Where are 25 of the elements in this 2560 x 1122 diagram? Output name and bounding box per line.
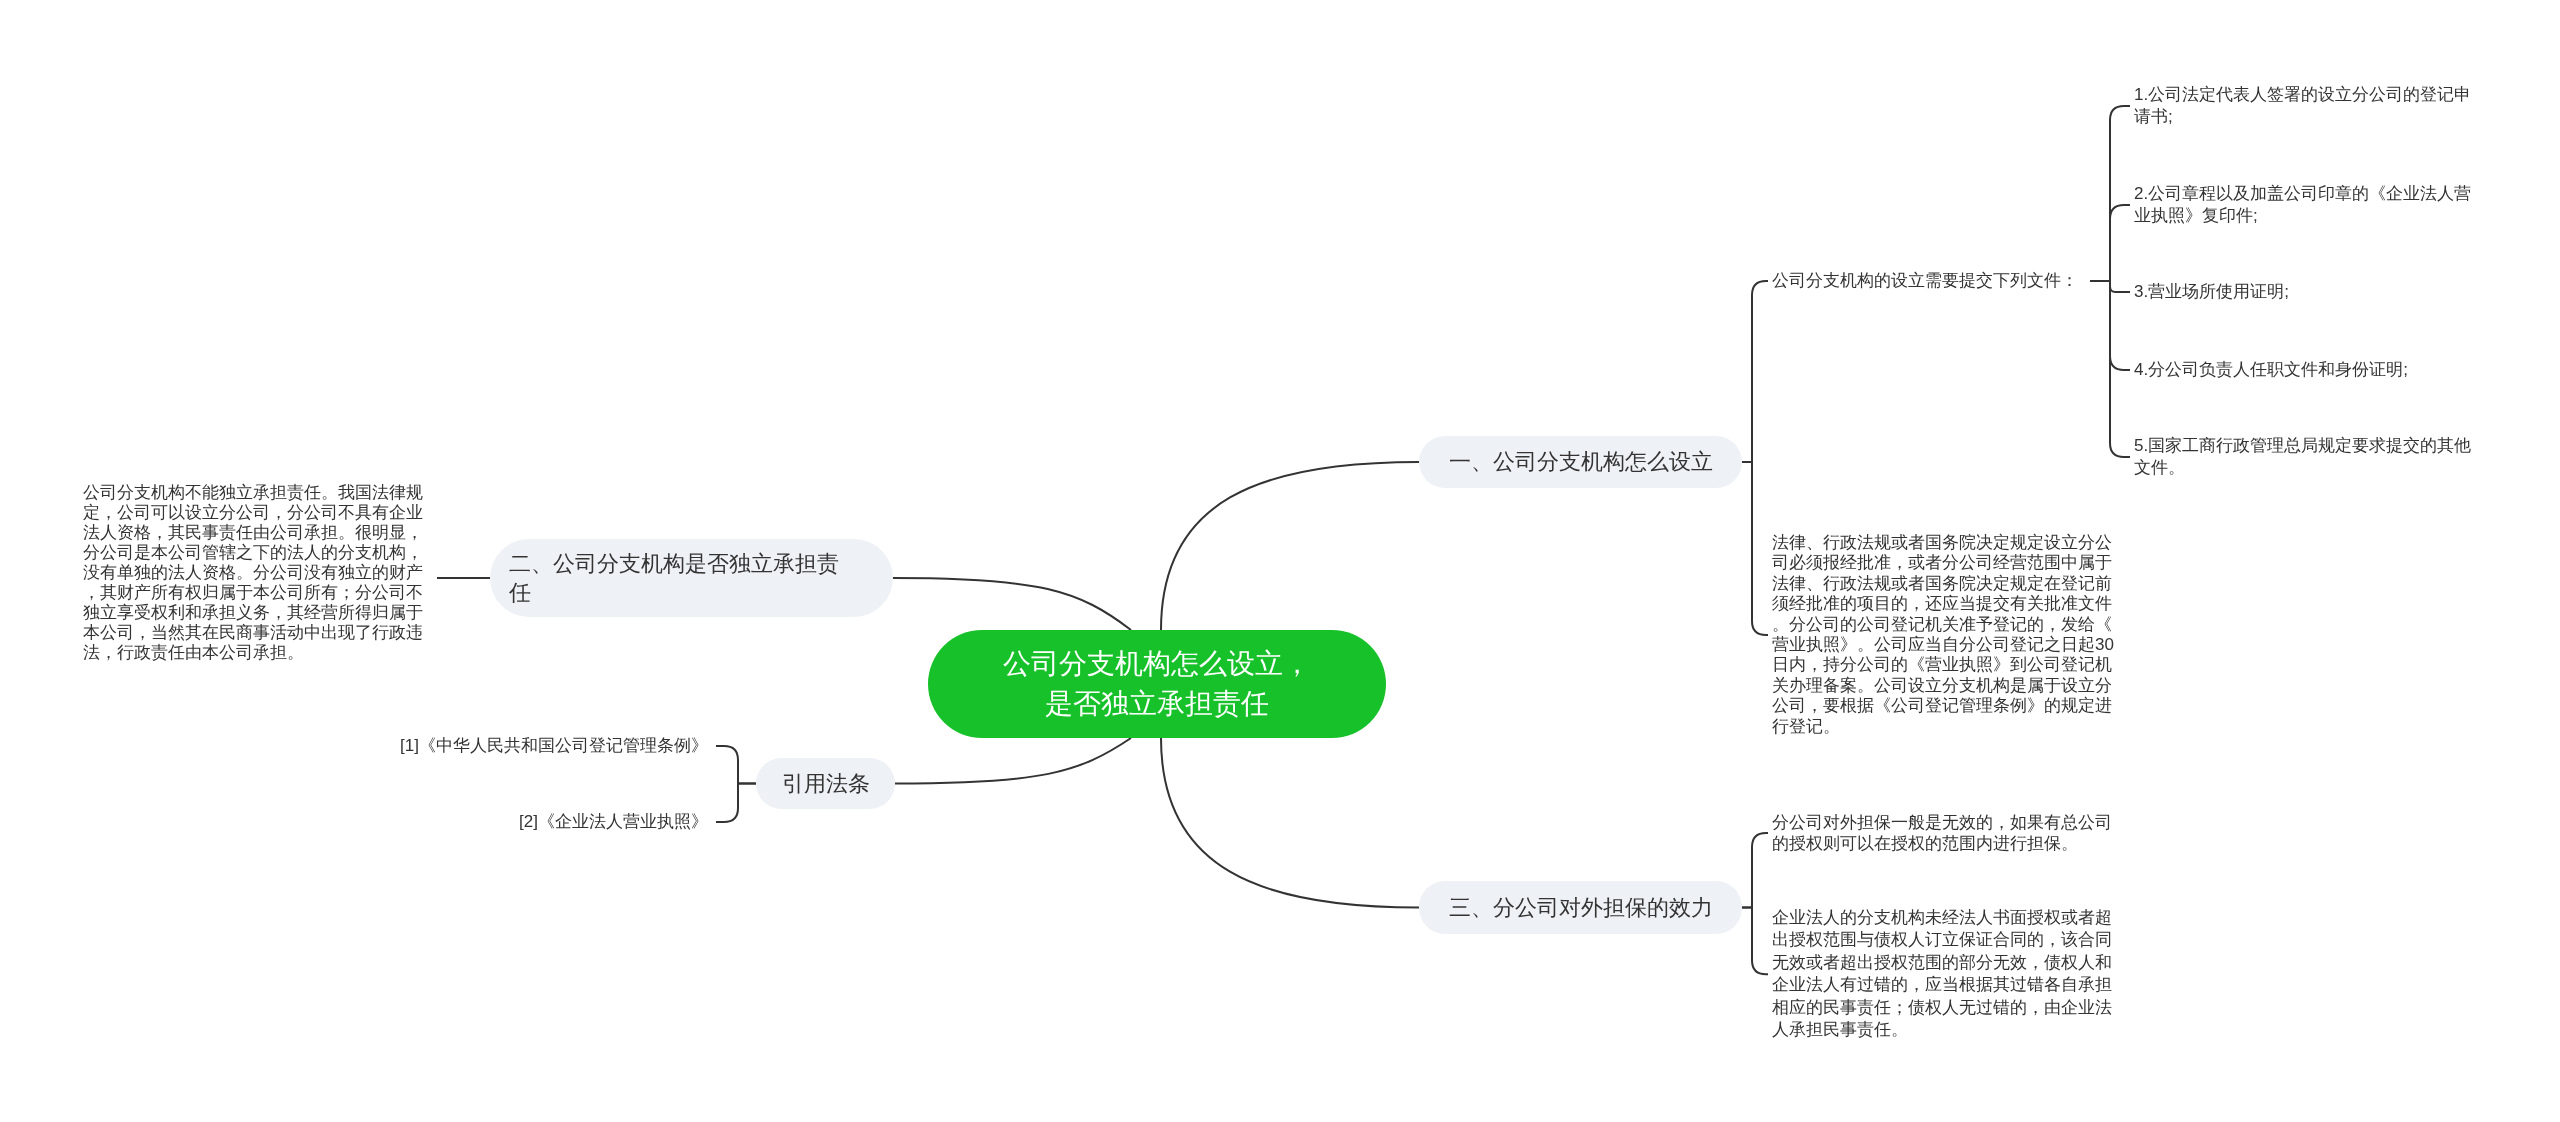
note-text: 3.营业场所使用证明; bbox=[2130, 281, 2482, 303]
note-text: 2.公司章程以及加盖公司印章的《企业法人营业执照》复印件; bbox=[2130, 183, 2482, 227]
connector-line bbox=[894, 737, 1132, 785]
connector-line bbox=[436, 577, 491, 579]
branch-topic: 三、分公司对外担保的效力 bbox=[1419, 881, 1742, 934]
connector-line bbox=[1741, 461, 1769, 636]
reference-text: [1]《中华人民共和国公司登记管理条例》 bbox=[380, 734, 716, 758]
connector-line bbox=[892, 577, 1132, 631]
note-text: 4.分公司负责人任职文件和身份证明; bbox=[2130, 359, 2482, 381]
connector-line bbox=[1741, 906, 1769, 976]
note-text: 分公司对外担保一般是无效的，如果有总公司的授权则可以在授权的范围内进行担保。 bbox=[1768, 812, 2120, 854]
branch-topic: 二、公司分支机构是否独立承担责任 bbox=[490, 539, 893, 617]
note-text: 5.国家工商行政管理总局规定要求提交的其他文件。 bbox=[2130, 435, 2482, 479]
central-topic: 公司分支机构怎么设立，是否独立承担责任 bbox=[928, 630, 1386, 738]
connector-line bbox=[1160, 737, 1420, 909]
connector-line bbox=[715, 782, 757, 823]
note-text: 法律、行政法规或者国务院决定规定设立分公司必须报经批准，或者分公司经营范围中属于法律、行政法规或者国务院决定规定在登记前须经批准的项目的，还应当提交有关批准文件。分公司的公司登记机关准予登记的，发给《营业执照》。公司应当自分公司登记之日起30日内，持分公司的《营业执照》到公司登记机关办理备案。公司设立分支机构是属于设立分公司，要根据《公司登记管理条例》的规定进行登记。 bbox=[1768, 533, 2120, 738]
note-text: 公司分支机构的设立需要提交下列文件： bbox=[1768, 270, 2090, 292]
branch-topic: 一、公司分支机构怎么设立 bbox=[1419, 436, 1742, 488]
note-text: 1.公司法定代表人签署的设立分公司的登记申请书; bbox=[2130, 84, 2482, 128]
reference-text: [2]《企业法人营业执照》 bbox=[500, 810, 716, 834]
note-text: 企业法人的分支机构未经法人书面授权或者超出授权范围与债权人订立保证合同的，该合同无效或者超出授权范围的部分无效，债权人和企业法人有过错的，应当根据其过错各自承担相应的民事责任；债权人无过错的，由企业法人承担民事责任。 bbox=[1768, 907, 2120, 1042]
connector-line bbox=[1160, 461, 1420, 631]
branch-topic: 引用法条 bbox=[756, 758, 895, 809]
note-text: 公司分支机构不能独立承担责任。我国法律规定，公司可以设立分公司，分公司不具有企业法人资格，其民事责任由公司承担。很明显，分公司是本公司管辖之下的法人的分支机构，没有单独的法人资格。分公司没有独立的财产，其财产所有权归属于本公司所有；分公司不独立享受权利和承担义务，其经营所得归属于本公司，当然其在民商事活动中出现了行政违法，行政责任由本公司承担。 bbox=[80, 483, 437, 663]
